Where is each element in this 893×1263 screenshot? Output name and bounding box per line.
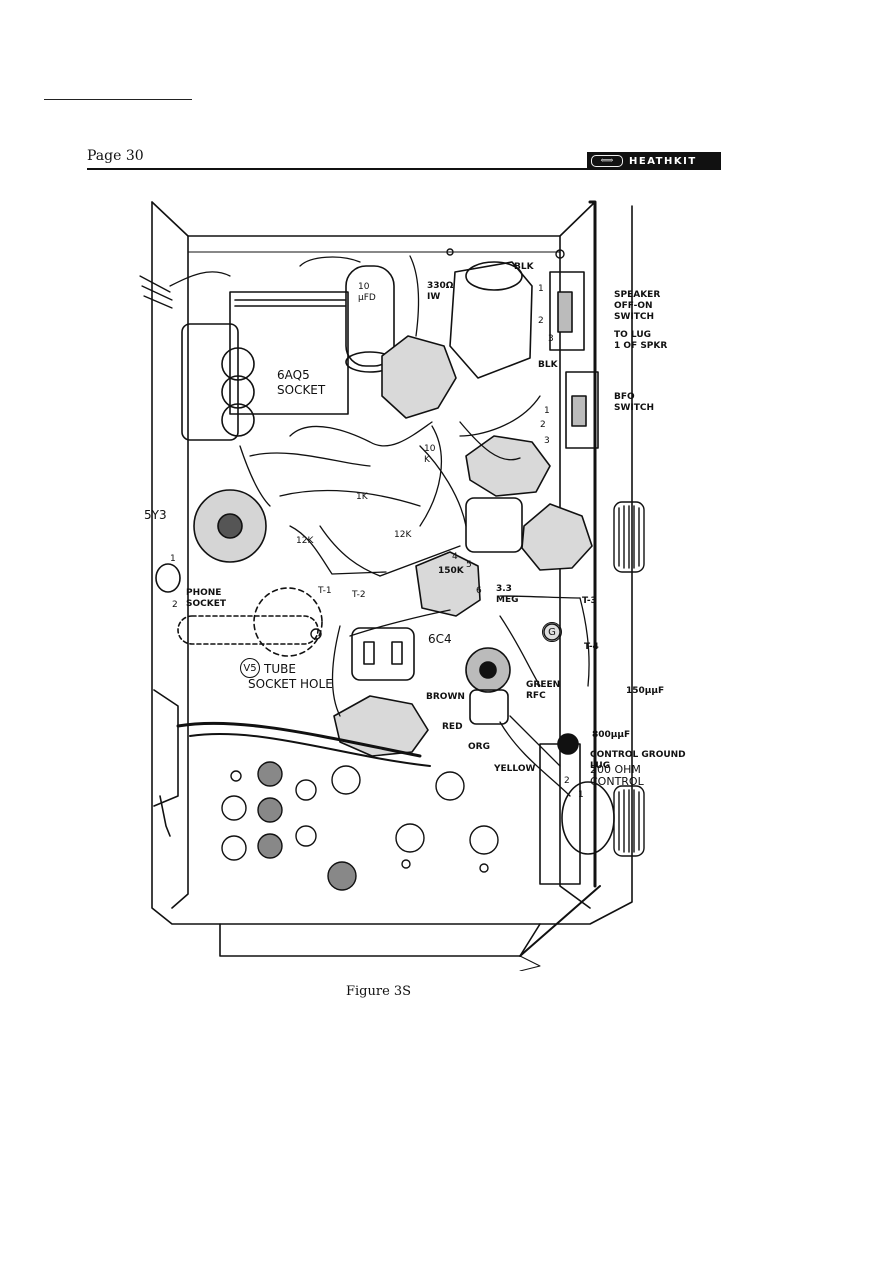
label-lug-1b: 1 [544, 406, 550, 416]
socket-6aq5 [381, 335, 457, 419]
bottom-flap [219, 923, 541, 957]
label-200-ohm-control: 200 OHM CONTROL [590, 763, 644, 788]
label-brown: BROWN [426, 692, 465, 702]
label-ctrl-1: 1 [578, 790, 584, 800]
plate-6c4 [351, 627, 415, 681]
left-bracket [153, 689, 179, 807]
logo-emblem-icon: ⟺ [591, 155, 623, 167]
left-coil-bundle [181, 323, 255, 441]
label-phone-2: 2 [172, 600, 178, 610]
socket-lower-left [333, 695, 429, 757]
page-header: Page 30 ⟺ HEATHKIT [87, 148, 722, 174]
label-speaker-switch: SPEAKER OFF-ON SWITCH [614, 290, 661, 322]
label-t1: T-1 [318, 586, 332, 596]
label-pin-6: 6 [476, 586, 482, 596]
potentiometer-right [521, 503, 593, 571]
output-transformer [449, 261, 533, 379]
wiring [139, 255, 590, 797]
label-blk-mid: BLK [538, 360, 558, 370]
label-12k-b: 12K [394, 530, 412, 540]
label-800uuf: 800μμF [592, 730, 631, 740]
label-lug-3b: 3 [544, 436, 550, 446]
label-phone-socket: PHONE SOCKET [186, 588, 226, 609]
label-bfo-switch: BFO SWITCH [614, 392, 655, 413]
label-t2: T-2 [352, 590, 366, 600]
v5-socket-hole [253, 587, 323, 657]
heathkit-logo: ⟺ HEATHKIT [587, 152, 721, 170]
label-6aq5-socket: 6AQ5 SOCKET [277, 368, 326, 397]
label-5y3: 5Y3 [144, 508, 167, 522]
socket-6c4-wired [415, 551, 481, 617]
control-200-ohm [561, 781, 615, 855]
label-lug-2a: 2 [538, 316, 544, 326]
chassis-holes [221, 248, 565, 891]
label-v5: V5 [240, 658, 260, 678]
label-t3: T-3 [582, 596, 597, 606]
label-lug-1a: 1 [538, 284, 544, 294]
label-tube-socket-hole: TUBE SOCKET HOLE [248, 662, 333, 691]
left-wall [151, 201, 189, 909]
label-control-ground-lug: CONTROL GROUND LUG [590, 750, 686, 771]
label-10ufd: 10 μFD [358, 282, 376, 303]
label-blk-top: BLK [514, 262, 534, 272]
label-lug-2b: 2 [540, 420, 546, 430]
plate-upper [465, 497, 523, 553]
label-6c4: 6C4 [428, 632, 452, 646]
label-12k-a: 12K [296, 536, 314, 546]
figure-caption: Figure 3S [346, 984, 412, 999]
filter-capacitor [345, 265, 395, 367]
socket-upper-right [465, 435, 551, 497]
label-10k: 10 K [424, 444, 436, 465]
knob-top [613, 501, 645, 573]
phone-socket-jack [155, 563, 181, 593]
label-green-rfc: GREEN RFC [526, 680, 561, 701]
label-ctrl-2: 2 [564, 776, 570, 786]
bfo-switch-body [565, 371, 599, 449]
label-red: RED [442, 722, 463, 732]
top-rule [44, 99, 192, 100]
page-number: Page 30 [87, 148, 144, 164]
chassis-drawing [139, 200, 645, 971]
label-to-lug: TO LUG 1 OF SPKR [614, 330, 668, 351]
label-org: ORG [468, 742, 490, 752]
rf-choke-small [557, 733, 579, 755]
label-330-ohm: 330Ω IW [427, 281, 454, 302]
label-150uuf: 150μμF [626, 686, 665, 696]
knob-bottom [613, 785, 645, 857]
label-g-lug: G [542, 622, 562, 642]
label-1k: 1K [356, 492, 368, 502]
label-3-3-meg: 3.3 MEG [496, 584, 519, 605]
logo-text: HEATHKIT [629, 155, 697, 167]
speaker-switch-body [549, 271, 585, 351]
label-150k: 150K [438, 566, 464, 576]
label-yellow: YELLOW [494, 764, 536, 774]
label-phone-1: 1 [170, 554, 176, 564]
header-rule [87, 168, 587, 170]
label-pin-4: 4 [452, 552, 458, 562]
label-pin-5: 5 [466, 560, 472, 570]
label-lug-3a: 3 [548, 334, 554, 344]
chassis-wiring-figure: BLK 330Ω IW 10 μFD SPEAKER OFF-ON SWITCH… [120, 196, 720, 971]
label-t4: T-4 [584, 642, 599, 652]
